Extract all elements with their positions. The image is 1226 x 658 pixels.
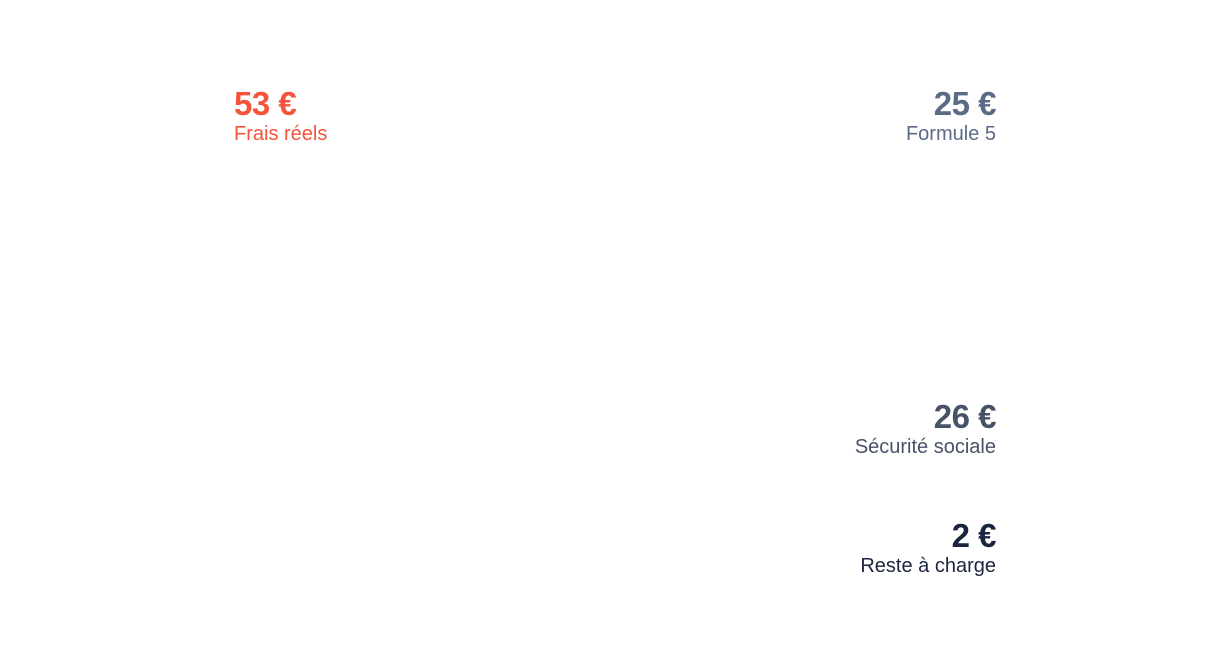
frais-reels-amount: 53 € bbox=[234, 85, 297, 122]
reste-a-charge-amount: 2 € bbox=[951, 517, 997, 554]
securite-sociale-block: 26 € Sécurité sociale bbox=[854, 398, 997, 458]
formule-label: Formule 5 bbox=[905, 123, 996, 145]
reste-a-charge-label: Reste à charge bbox=[860, 555, 996, 577]
securite-sociale-label: Sécurité sociale bbox=[854, 436, 996, 458]
securite-sociale-amount: 26 € bbox=[933, 398, 997, 435]
formule-block: 25 € Formule 5 bbox=[905, 85, 997, 145]
reste-a-charge-block: 2 € Reste à charge bbox=[860, 519, 996, 576]
formule-amount: 25 € bbox=[933, 85, 997, 122]
frais-reels-label: Frais réels bbox=[234, 123, 328, 145]
frais-reels-block: 53 € Frais réels bbox=[234, 87, 327, 144]
